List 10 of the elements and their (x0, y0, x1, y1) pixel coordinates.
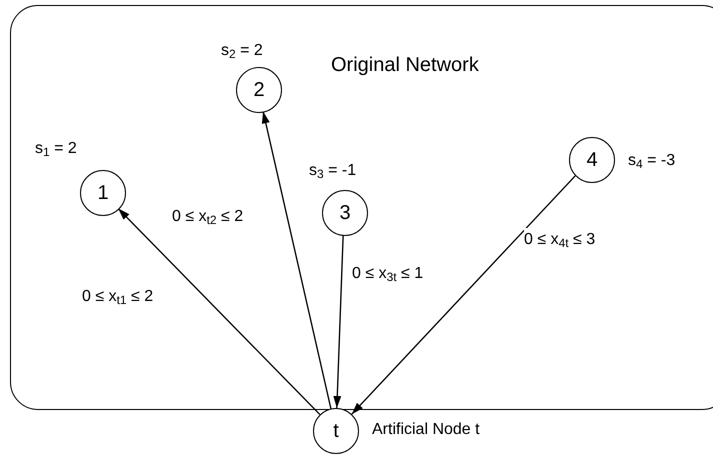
region-title: Original Network (331, 53, 479, 78)
supply-label: Artificial Node t (372, 420, 480, 440)
supply-label: s$_{1}$ = 2 (35, 139, 77, 161)
supply-label: s$_{4}$ = -3 (628, 151, 676, 173)
supply-label: s$_{2}$ = 2 (221, 41, 263, 63)
arrow (262, 111, 332, 409)
supply-label: s$_{3}$ = -1 (309, 161, 356, 183)
arrow (351, 175, 576, 415)
arrow (333, 234, 344, 408)
arrow (118, 208, 320, 416)
